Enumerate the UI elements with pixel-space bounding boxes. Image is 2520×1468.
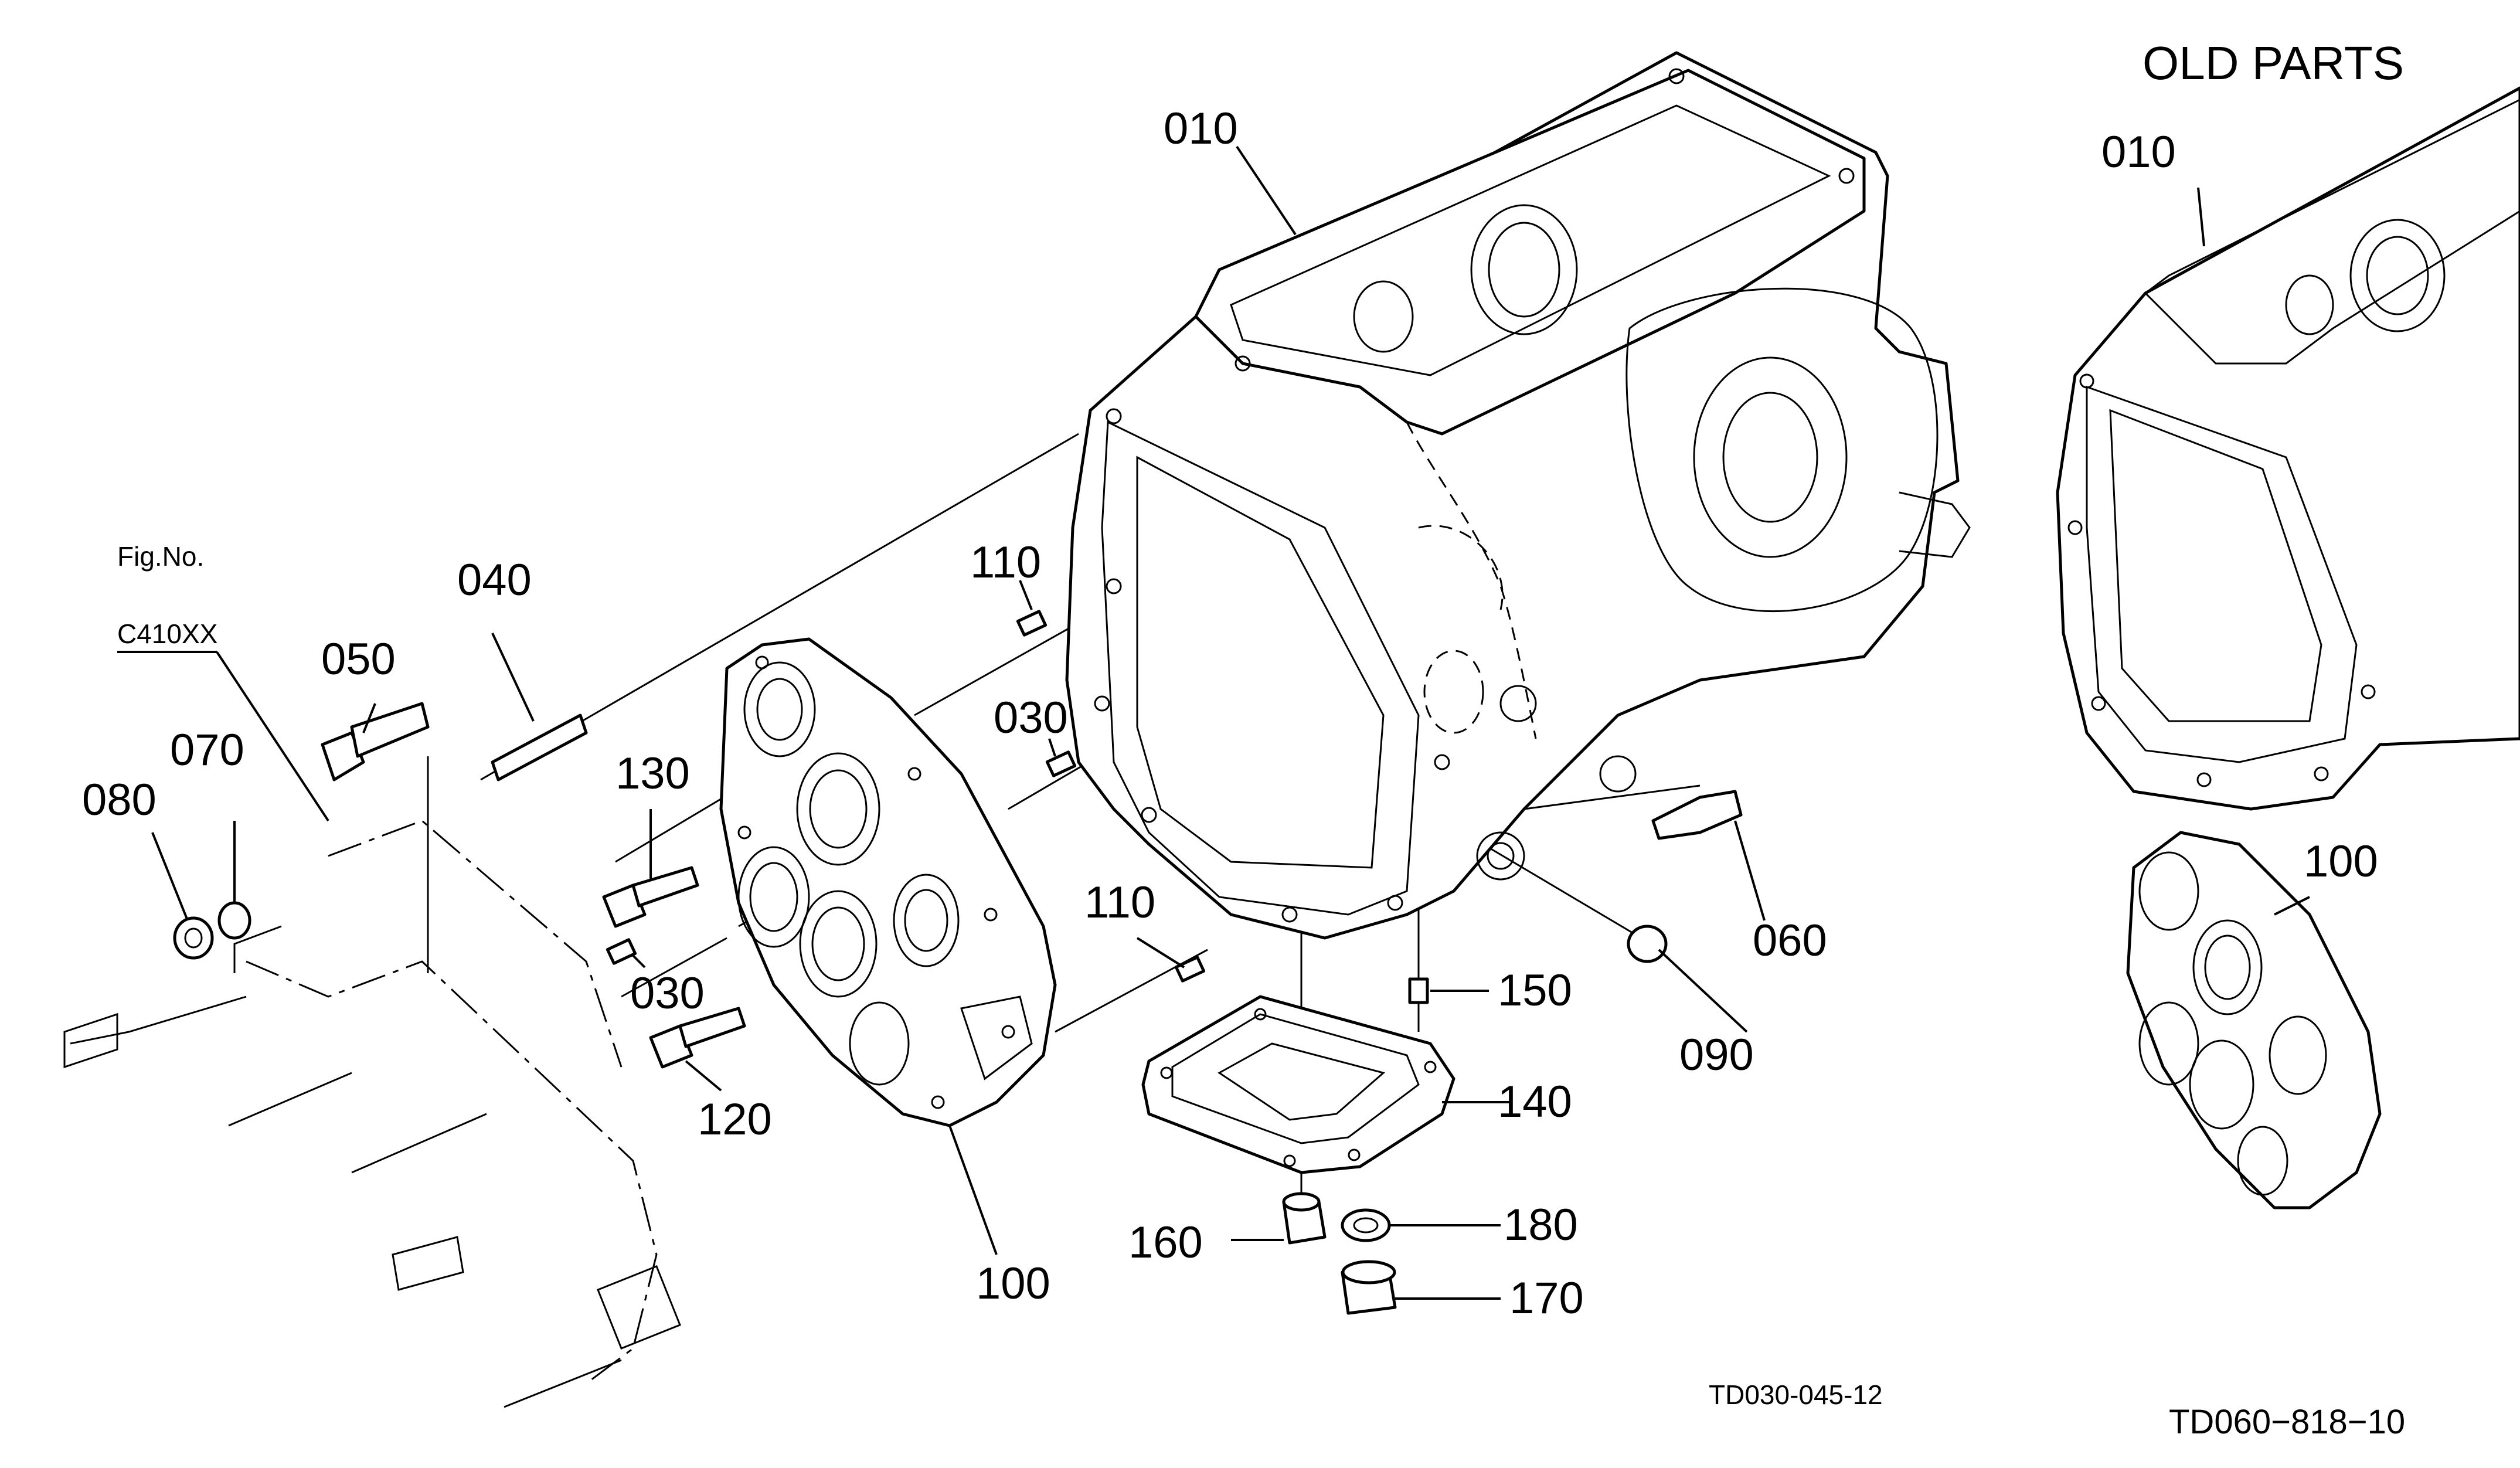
callout-110-top: 110 [970, 538, 1041, 587]
callout-100: 100 [976, 1259, 1050, 1309]
hardware [173, 610, 1743, 1315]
callout-140: 140 [1498, 1077, 1572, 1127]
callout-170: 170 [1509, 1273, 1584, 1323]
callout-180: 180 [1504, 1200, 1578, 1250]
callout-010-old: 010 [2101, 127, 2176, 177]
callout-050: 050 [321, 634, 396, 684]
callout-130: 130 [615, 749, 690, 798]
drawing-code-left: TD030-045-12 [1709, 1379, 1883, 1410]
callout-100-old: 100 [2304, 837, 2378, 886]
callout-080: 080 [82, 775, 157, 825]
callout-040: 040 [457, 555, 532, 605]
callout-030-mid: 030 [994, 693, 1068, 743]
figure-ref-line1: Fig.No. [117, 541, 204, 572]
callout-010: 010 [1164, 104, 1238, 154]
callout-090: 090 [1679, 1030, 1754, 1080]
front-cover [719, 637, 1057, 1127]
callout-070: 070 [170, 725, 244, 775]
callout-160: 160 [1128, 1218, 1203, 1267]
transmission-case [1065, 51, 1971, 940]
callout-030-low: 030 [630, 969, 705, 1018]
old-transmission-case [2056, 86, 2520, 811]
bottom-cover [1141, 995, 1455, 1174]
old-front-cover [2126, 831, 2382, 1209]
figure-ref-line2: C410XX [117, 619, 217, 649]
old-parts-heading: OLD PARTS [2142, 37, 2404, 89]
callout-110-low: 110 [1084, 878, 1155, 927]
callout-120: 120 [698, 1095, 772, 1144]
callout-150: 150 [1498, 966, 1572, 1015]
callout-060: 060 [1753, 916, 1827, 966]
drawing-code-right: TD060−818−10 [2169, 1403, 2405, 1441]
assembly-lines [427, 433, 1701, 1231]
ghost-housing [63, 820, 681, 1408]
callout-leaders [117, 145, 2310, 1300]
